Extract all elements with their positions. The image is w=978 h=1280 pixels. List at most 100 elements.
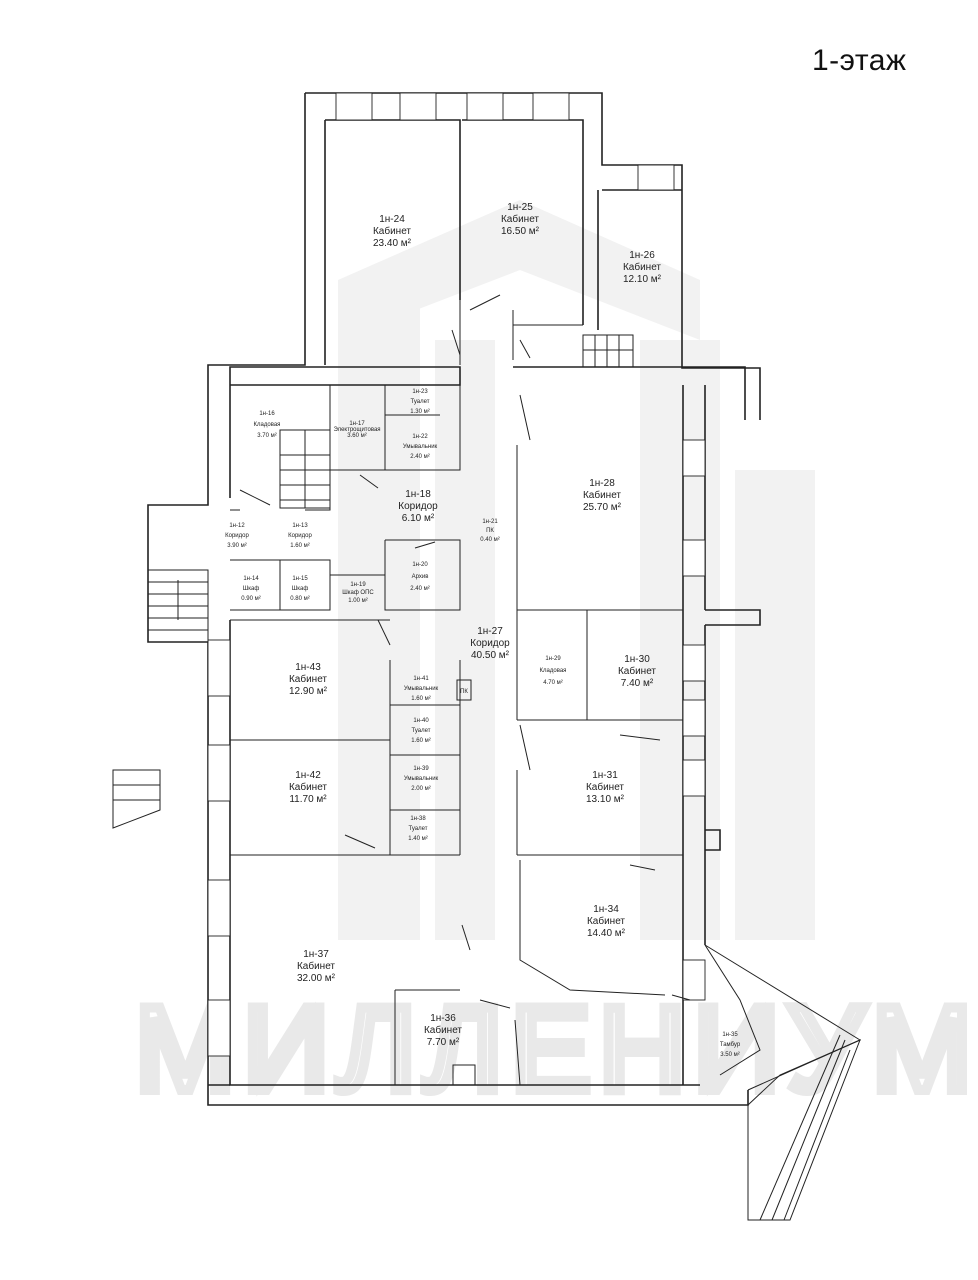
svg-text:1н-24: 1н-24 [379, 214, 405, 225]
svg-text:0.90 м²: 0.90 м² [241, 596, 260, 602]
svg-text:Тамбур: Тамбур [720, 1042, 741, 1048]
top-windows [207, 92, 706, 1057]
svg-text:Кабинет: Кабинет [618, 665, 656, 677]
svg-text:6.10 м²: 6.10 м² [402, 513, 435, 524]
svg-text:Коридор: Коридор [288, 533, 312, 539]
svg-text:3.50 м²: 3.50 м² [720, 1052, 739, 1058]
svg-text:2.40 м²: 2.40 м² [410, 586, 429, 592]
doors [239, 294, 691, 1009]
svg-text:1н-12: 1н-12 [229, 523, 245, 529]
svg-text:23.40 м²: 23.40 м² [373, 238, 412, 249]
svg-text:Кабинет: Кабинет [297, 960, 335, 972]
svg-text:1н-41: 1н-41 [413, 676, 429, 682]
svg-text:1н-17: 1н-17 [349, 421, 365, 427]
watermark: МИЛЛЕНИУМ [130, 200, 978, 1121]
svg-text:3.60 м²: 3.60 м² [347, 433, 366, 439]
svg-text:Туалет: Туалет [411, 399, 430, 405]
svg-text:Электрощитовая: Электрощитовая [333, 427, 380, 433]
svg-text:1н-16: 1н-16 [259, 411, 275, 417]
svg-text:ПК: ПК [460, 689, 468, 695]
svg-text:1н-25: 1н-25 [507, 202, 533, 213]
svg-text:Кладовая: Кладовая [540, 668, 567, 674]
svg-text:Кабинет: Кабинет [289, 673, 327, 685]
svg-text:1н-39: 1н-39 [413, 766, 429, 772]
svg-text:1н-30: 1н-30 [624, 654, 650, 665]
watermark-text: МИЛЛЕНИУМ [135, 982, 978, 1116]
svg-text:1н-36: 1н-36 [430, 1013, 456, 1024]
svg-text:13.10 м²: 13.10 м² [586, 794, 625, 805]
svg-text:1.30 м²: 1.30 м² [410, 409, 429, 415]
svg-text:1н-31: 1н-31 [592, 770, 618, 781]
svg-text:1н-35: 1н-35 [722, 1032, 738, 1038]
svg-text:7.40 м²: 7.40 м² [621, 678, 654, 689]
svg-text:1н-40: 1н-40 [413, 718, 429, 724]
svg-text:Коридор: Коридор [470, 638, 510, 649]
svg-text:Умывальник: Умывальник [404, 686, 439, 692]
svg-text:1н-42: 1н-42 [295, 770, 321, 781]
svg-text:Кабинет: Кабинет [583, 489, 621, 501]
svg-text:1н-14: 1н-14 [243, 576, 259, 582]
svg-text:1.60 м²: 1.60 м² [290, 543, 309, 549]
svg-text:1н-22: 1н-22 [412, 434, 428, 440]
svg-text:4.70 м²: 4.70 м² [543, 680, 562, 686]
svg-text:Шкаф: Шкаф [243, 586, 260, 592]
svg-text:1н-13: 1н-13 [292, 523, 308, 529]
pk-cabinet-label: ПК [456, 679, 472, 701]
svg-text:Кладовая: Кладовая [254, 422, 281, 428]
svg-text:25.70 м²: 25.70 м² [583, 502, 622, 513]
svg-text:1н-38: 1н-38 [410, 816, 426, 822]
svg-text:40.50 м²: 40.50 м² [471, 650, 510, 661]
svg-text:1н-34: 1н-34 [593, 904, 619, 915]
svg-text:Коридор: Коридор [398, 501, 438, 512]
svg-text:12.10 м²: 12.10 м² [623, 274, 662, 285]
svg-text:Умывальник: Умывальник [404, 776, 439, 782]
svg-text:1н-43: 1н-43 [295, 662, 321, 673]
svg-text:1.60 м²: 1.60 м² [411, 738, 430, 744]
svg-text:7.70 м²: 7.70 м² [427, 1037, 460, 1048]
svg-text:Кабинет: Кабинет [373, 225, 411, 237]
svg-text:Кабинет: Кабинет [424, 1024, 462, 1036]
svg-text:11.70 м²: 11.70 м² [289, 794, 327, 805]
svg-text:1н-26: 1н-26 [629, 250, 655, 261]
svg-text:1н-37: 1н-37 [303, 949, 329, 960]
svg-text:1н-19: 1н-19 [350, 582, 366, 588]
svg-text:16.50 м²: 16.50 м² [501, 226, 540, 237]
svg-text:2.00 м²: 2.00 м² [411, 786, 430, 792]
svg-text:ПК: ПК [486, 528, 494, 534]
svg-text:Коридор: Коридор [225, 533, 249, 539]
svg-text:1н-18: 1н-18 [405, 489, 431, 500]
svg-text:32.00 м²: 32.00 м² [297, 973, 336, 984]
svg-text:1н-29: 1н-29 [545, 656, 561, 662]
svg-text:2.40 м²: 2.40 м² [410, 454, 429, 460]
svg-text:Кабинет: Кабинет [586, 781, 624, 793]
svg-text:Умывальник: Умывальник [403, 444, 438, 450]
stairs [112, 334, 861, 1221]
svg-text:1.40 м²: 1.40 м² [408, 836, 427, 842]
svg-text:Кабинет: Кабинет [289, 781, 327, 793]
